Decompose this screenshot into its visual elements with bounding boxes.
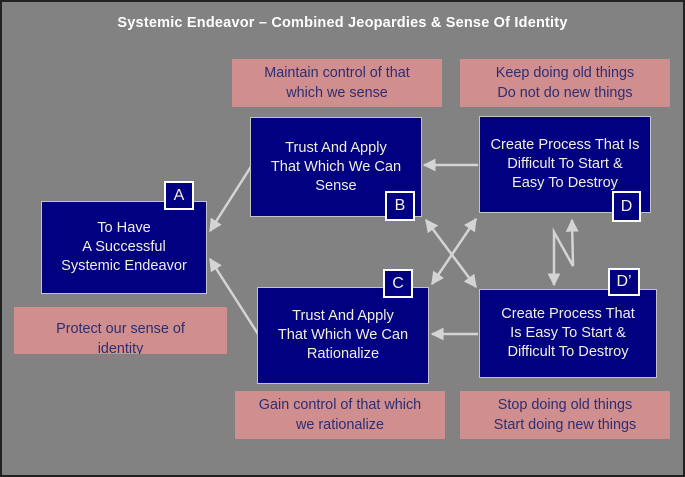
diagram-title: Systemic Endeavor – Combined Jeopardies … <box>117 15 568 31</box>
text-line: Maintain control of that <box>264 65 410 81</box>
text-line: Create Process That <box>501 306 635 322</box>
annotation-stop-doing-old: Stop doing old things Start doing new th… <box>460 391 670 439</box>
tag-c: C <box>383 269 413 298</box>
tag-d: D <box>612 191 641 222</box>
text-line: Rationalize <box>306 346 380 362</box>
tag-b: B <box>385 191 415 221</box>
text-line: A Successful <box>82 239 166 255</box>
annotation-gain-control: Gain control of that which we rationaliz… <box>235 391 445 439</box>
text-line: That Which We Can <box>277 327 409 343</box>
annotation-protect-identity: Protect our sense of identity <box>14 307 227 354</box>
text-line: Gain control of that which <box>258 397 422 413</box>
annotation-keep-doing-old: Keep doing old things Do not do new thin… <box>460 59 670 107</box>
text-line: Sense <box>315 177 357 194</box>
node-successful-systemic-endeavor: To Have A Successful Systemic Endeavor <box>41 201 207 294</box>
arrow-c-to-a <box>208 257 260 335</box>
text-line: To Have <box>97 220 151 236</box>
text-line: Do not do new things <box>497 85 633 101</box>
text-line: That Which We Can <box>270 158 402 175</box>
annotation-maintain-control: Maintain control of that which we sense <box>232 59 442 107</box>
arrow-d-dprime-zigzag <box>547 218 579 287</box>
text-line: Protect our sense of <box>56 321 185 337</box>
text-line: Systemic Endeavor <box>61 258 187 274</box>
text-line: Difficult To Destroy <box>507 344 629 360</box>
node-trust-apply-rationalize: Trust And Apply That Which We Can Ration… <box>257 287 429 384</box>
text-line: Trust And Apply <box>292 308 394 324</box>
text-line: identity <box>97 341 144 354</box>
tag-d-prime: D’ <box>608 268 640 296</box>
text-line: which we sense <box>286 85 388 101</box>
text-line: Difficult To Start & <box>507 156 623 172</box>
arrow-b-to-a <box>208 164 254 233</box>
text-line: Keep doing old things <box>495 65 635 81</box>
text-line: Start doing new things <box>493 417 637 433</box>
text-line: Easy To Destroy <box>512 175 618 191</box>
node-process-difficult-start: Create Process That Is Difficult To Star… <box>479 116 651 213</box>
text-line: Is Easy To Start & <box>510 325 626 341</box>
text-line: Trust And Apply <box>285 139 387 156</box>
node-process-easy-start: Create Process That Is Easy To Start & D… <box>479 289 657 378</box>
arrow-c-d-double <box>430 217 478 286</box>
text-line: Create Process That Is <box>490 137 640 153</box>
tag-a: A <box>164 181 194 210</box>
text-line: Stop doing old things <box>497 397 633 413</box>
text-line: we rationalize <box>296 417 384 433</box>
